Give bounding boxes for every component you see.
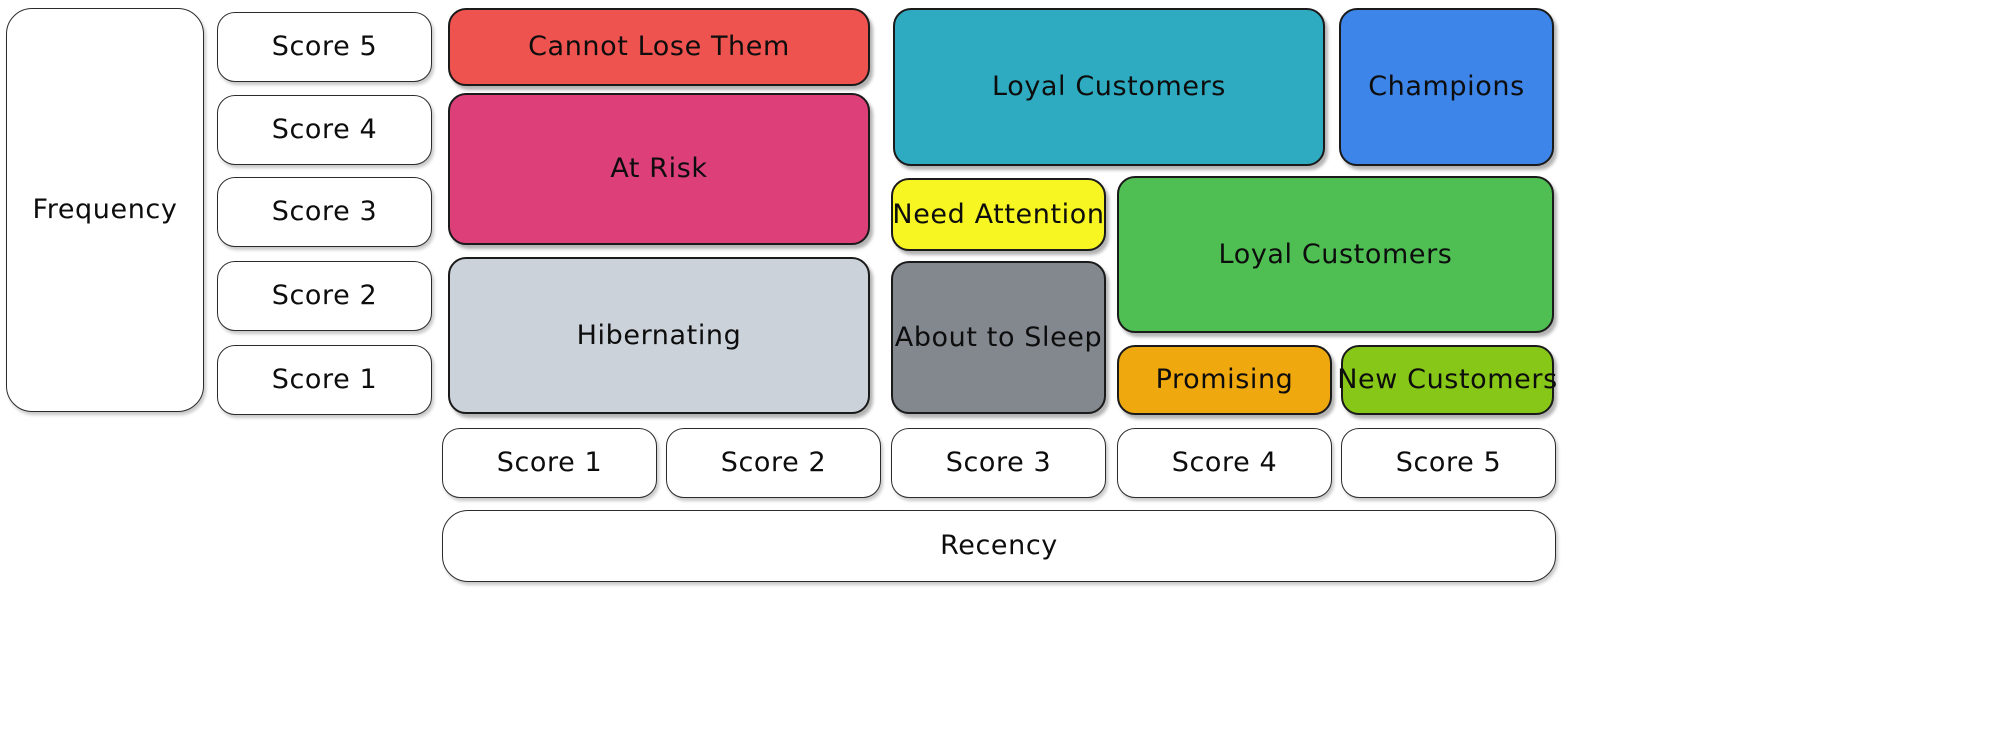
- recency-score-5-label: Score 5: [1395, 447, 1502, 479]
- segment-hibernating[interactable]: Hibernating: [448, 257, 870, 414]
- frequency-axis-text: Frequency: [32, 194, 178, 226]
- segment-about-to-sleep[interactable]: About to Sleep: [891, 261, 1106, 414]
- frequency-score-2-label: Score 2: [271, 280, 378, 312]
- segment-new-customers[interactable]: New Customers: [1337, 345, 1557, 415]
- segment-loyal-customers-teal[interactable]: Loyal Customers: [893, 8, 1325, 166]
- frequency-score-1-label: Score 1: [271, 364, 378, 396]
- recency-axis-text: Recency: [940, 530, 1058, 562]
- frequency-score-4-label: Score 4: [271, 114, 378, 146]
- segment-champions-label: Champions: [1368, 71, 1525, 103]
- segment-about-to-sleep-label: About to Sleep: [894, 321, 1103, 353]
- recency-score-4-label: Score 4: [1171, 447, 1278, 479]
- recency-score-3[interactable]: Score 3: [891, 428, 1106, 498]
- segment-new-customers-label: New Customers: [1337, 364, 1558, 396]
- recency-score-2-label: Score 2: [720, 447, 827, 479]
- segment-hibernating-label: Hibernating: [576, 319, 742, 351]
- segment-promising[interactable]: Promising: [1117, 345, 1332, 415]
- segment-loyal-customers-green[interactable]: Loyal Customers: [1117, 176, 1554, 333]
- frequency-axis-label: Frequency: [6, 8, 204, 412]
- recency-score-4[interactable]: Score 4: [1117, 428, 1332, 498]
- recency-score-1[interactable]: Score 1: [442, 428, 657, 498]
- segment-loyal-customers-green-label: Loyal Customers: [1218, 238, 1453, 270]
- recency-score-5[interactable]: Score 5: [1341, 428, 1556, 498]
- segment-at-risk[interactable]: At Risk: [448, 93, 870, 245]
- frequency-score-1[interactable]: Score 1: [217, 345, 432, 415]
- segment-at-risk-label: At Risk: [610, 153, 708, 185]
- frequency-score-3-label: Score 3: [271, 196, 378, 228]
- frequency-score-5[interactable]: Score 5: [217, 12, 432, 82]
- segment-promising-label: Promising: [1155, 364, 1294, 396]
- segment-cannot-lose-them-label: Cannot Lose Them: [528, 31, 790, 63]
- frequency-score-3[interactable]: Score 3: [217, 177, 432, 247]
- segment-loyal-customers-teal-label: Loyal Customers: [992, 71, 1226, 103]
- recency-axis-label: Recency: [442, 510, 1556, 582]
- recency-score-2[interactable]: Score 2: [666, 428, 881, 498]
- segment-need-attention[interactable]: Need Attention: [891, 178, 1106, 251]
- frequency-score-5-label: Score 5: [271, 31, 378, 63]
- recency-score-3-label: Score 3: [945, 447, 1052, 479]
- segment-champions[interactable]: Champions: [1339, 8, 1554, 166]
- segment-need-attention-label: Need Attention: [892, 198, 1105, 230]
- segment-cannot-lose-them[interactable]: Cannot Lose Them: [448, 8, 870, 86]
- frequency-score-2[interactable]: Score 2: [217, 261, 432, 331]
- recency-score-1-label: Score 1: [496, 447, 603, 479]
- frequency-score-4[interactable]: Score 4: [217, 95, 432, 165]
